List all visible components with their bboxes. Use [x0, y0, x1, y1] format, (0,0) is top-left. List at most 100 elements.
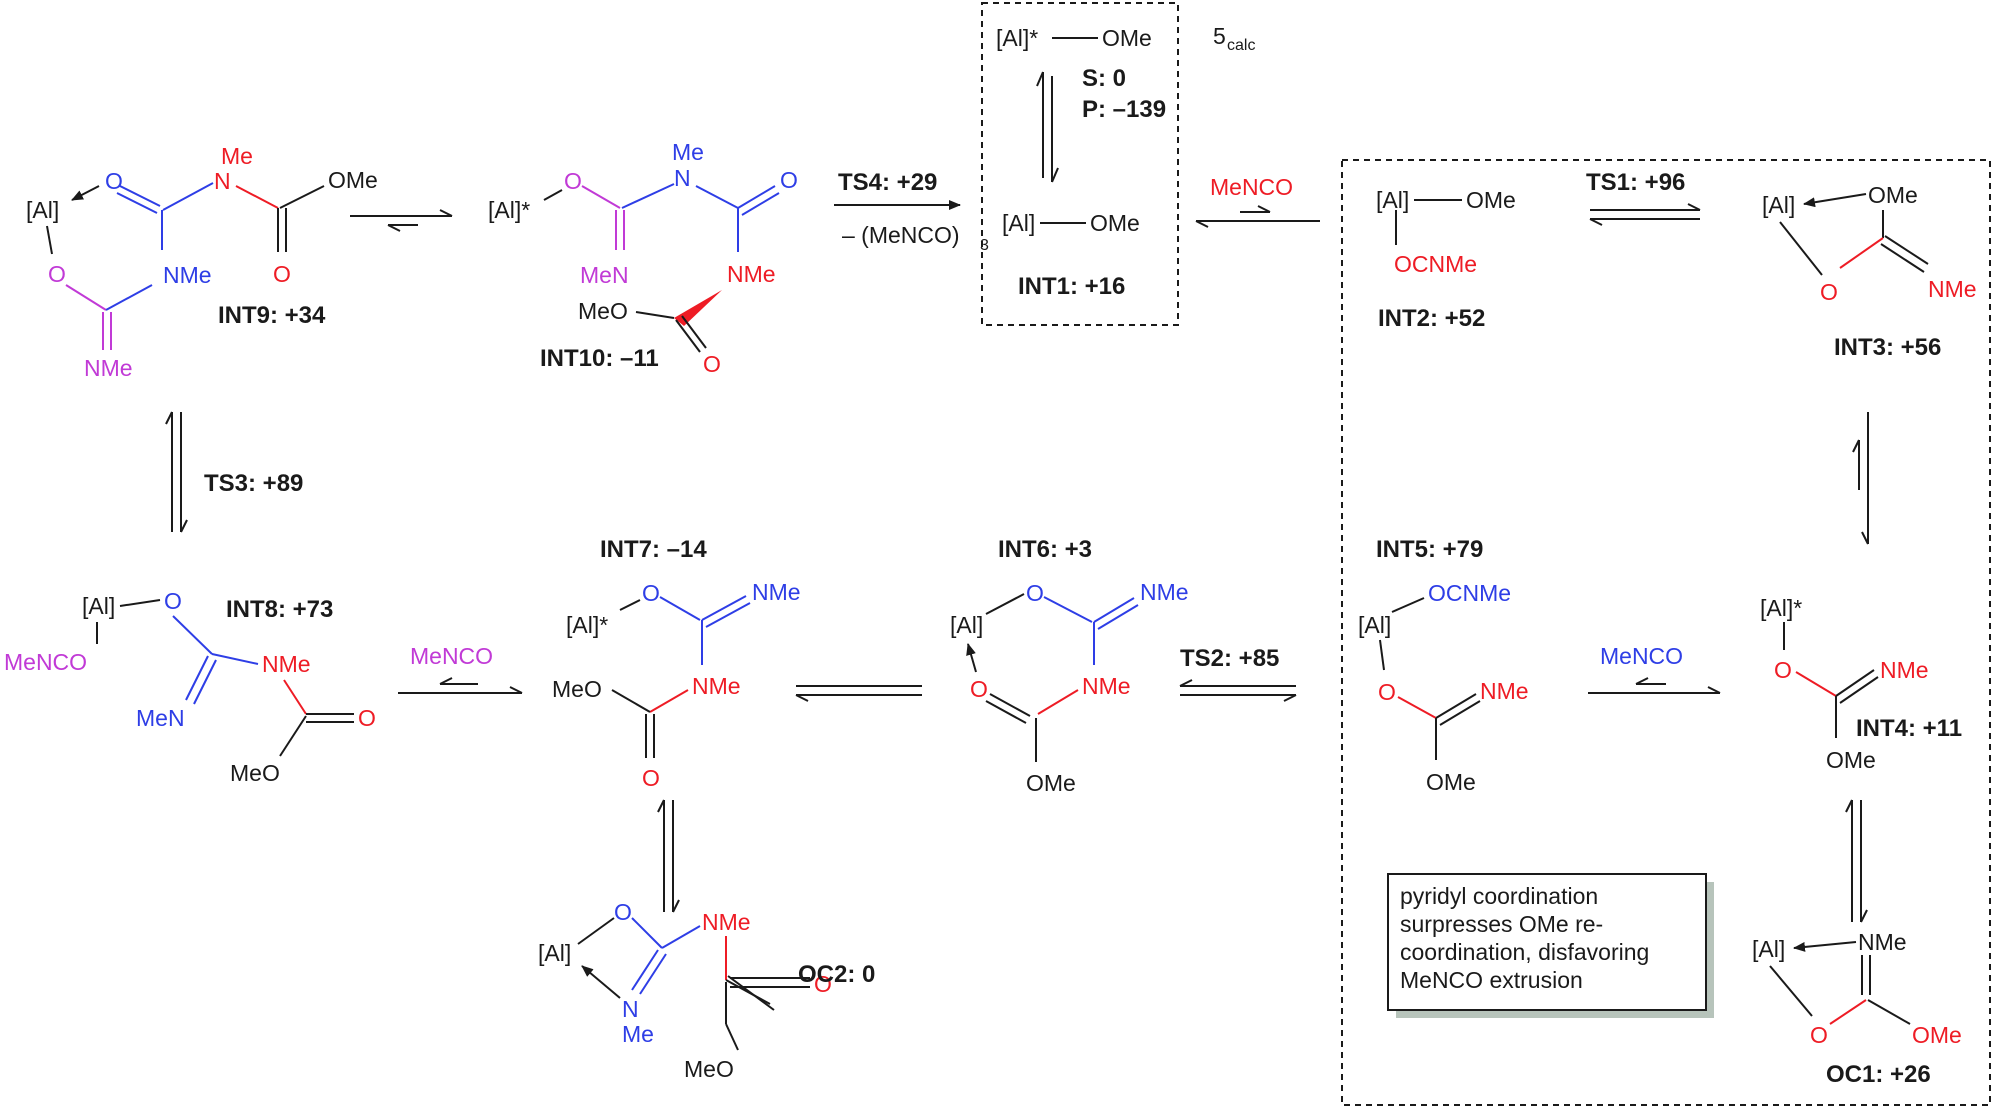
structure-int3: [Al] OMe O NMe [1762, 182, 1977, 305]
note-line-4: MeNCO extrusion [1400, 967, 1583, 993]
condition-minus-menco: – (MeNCO) [842, 222, 960, 248]
svg-text:O: O [1774, 657, 1792, 683]
structure-int6: [Al] O NMe NMe O OMe [950, 579, 1189, 796]
equilibrium-arrow-int7-int6 [795, 685, 922, 702]
equilibrium-arrow-int1-int2 [1195, 205, 1320, 228]
label-int5: INT5: +79 [1376, 536, 1483, 563]
svg-text:[Al]: [Al] [538, 940, 571, 966]
svg-text:OCNMe: OCNMe [1428, 580, 1511, 606]
svg-text:MeO: MeO [230, 760, 280, 786]
svg-text:NMe: NMe [163, 262, 212, 288]
structure-int2: [Al] OMe OCNMe [1376, 187, 1516, 277]
reagent-menco-left: MeNCO [410, 643, 493, 669]
condition-ts4: TS4: +29 [838, 169, 937, 196]
structure-oc1: [Al] NMe O OMe [1752, 929, 1962, 1048]
svg-text:O: O [703, 351, 721, 377]
svg-text:O: O [1026, 580, 1044, 606]
svg-text:O: O [1820, 279, 1838, 305]
label-int7: INT7: –14 [600, 536, 707, 563]
equilibrium-arrow-int2-int3 [1589, 203, 1701, 226]
label-int10: INT10: –11 [540, 345, 659, 372]
svg-text:MeN: MeN [136, 705, 185, 731]
svg-text:OMe: OMe [1912, 1022, 1962, 1048]
equilibrium-arrow-int3-int4 [1852, 412, 1869, 545]
label-int1: INT1: +16 [1018, 273, 1125, 300]
svg-text:Me: Me [622, 1021, 654, 1047]
svg-text:[Al]: [Al] [950, 612, 983, 638]
svg-text:NMe: NMe [752, 579, 801, 605]
svg-text:O: O [273, 261, 291, 287]
note-line-1: pyridyl coordination [1400, 883, 1598, 909]
calc-subscript: calc [1227, 37, 1255, 54]
svg-text:OMe: OMe [1426, 769, 1476, 795]
svg-text:Me: Me [672, 139, 704, 165]
svg-text:N: N [622, 996, 639, 1022]
condition-minus-menco-subscript: 3 [980, 237, 989, 254]
svg-text:OMe: OMe [1102, 25, 1152, 51]
svg-text:NMe: NMe [1480, 678, 1529, 704]
structure-5calc: [Al]* OMe [996, 25, 1152, 51]
svg-text:NMe: NMe [84, 355, 133, 381]
svg-text:O: O [642, 580, 660, 606]
svg-text:O: O [814, 971, 832, 997]
condition-ts1: TS1: +96 [1586, 169, 1685, 196]
structure-int1: [Al] OMe [1002, 210, 1140, 236]
svg-text:[Al]*: [Al]* [996, 25, 1038, 51]
svg-text:OMe: OMe [328, 167, 378, 193]
svg-text:MeO: MeO [552, 676, 602, 702]
reagent-menco-right: MeNCO [1600, 643, 1683, 669]
svg-text:O: O [48, 261, 66, 287]
svg-text:Me: Me [221, 143, 253, 169]
reagent-menco-top: MeNCO [1210, 174, 1293, 200]
svg-text:NMe: NMe [1858, 929, 1907, 955]
svg-text:[Al]: [Al] [1752, 936, 1785, 962]
svg-text:[Al]: [Al] [26, 197, 59, 223]
svg-text:O: O [642, 765, 660, 791]
structure-int8: [Al] O NMe MeN MeNCO O MeO [4, 588, 376, 786]
svg-text:[Al]: [Al] [1376, 187, 1409, 213]
svg-text:O: O [358, 705, 376, 731]
svg-text:O: O [1378, 679, 1396, 705]
equilibrium-arrow-int8-int7 [398, 677, 523, 694]
svg-text:NMe: NMe [262, 651, 311, 677]
svg-text:[Al]: [Al] [1358, 612, 1391, 638]
svg-text:OMe: OMe [1466, 187, 1516, 213]
note-line-2: surpresses OMe re- [1400, 911, 1603, 937]
svg-text:NMe: NMe [692, 673, 741, 699]
svg-text:O: O [614, 899, 632, 925]
condition-ts2: TS2: +85 [1180, 645, 1279, 672]
structure-int4: [Al]* O NMe OMe [1760, 595, 1929, 773]
label-int3: INT3: +56 [1834, 334, 1941, 361]
label-oc1: OC1: +26 [1826, 1061, 1931, 1088]
svg-text:NMe: NMe [1880, 657, 1929, 683]
label-int8: INT8: +73 [226, 596, 333, 623]
equilibrium-arrow-5calc-int1 [1036, 71, 1059, 183]
svg-text:O: O [105, 168, 123, 194]
equilibrium-arrow-int6-int5 [1179, 679, 1297, 702]
svg-text:OMe: OMe [1826, 747, 1876, 773]
equilibrium-arrow-int7-oc2 [657, 799, 680, 913]
svg-text:NMe: NMe [1928, 276, 1977, 302]
svg-text:O: O [1810, 1022, 1828, 1048]
structure-int7: [Al]* O NMe NMe MeO O [552, 579, 801, 791]
svg-text:NMe: NMe [1082, 673, 1131, 699]
svg-text:N: N [674, 165, 691, 191]
label-int4: INT4: +11 [1856, 715, 1962, 742]
s-value: S: 0 [1082, 65, 1126, 92]
condition-ts3: TS3: +89 [204, 470, 303, 497]
structure-int10: [Al]* O MeN N Me O NMe MeO O [488, 139, 798, 377]
structure-int9: [Al] O NMe N Me O OMe O NMe [26, 143, 378, 381]
structure-int5: [Al] OCNMe O NMe OMe [1358, 580, 1529, 795]
svg-text:O: O [970, 676, 988, 702]
svg-text:MeN: MeN [580, 262, 629, 288]
svg-text:OMe: OMe [1090, 210, 1140, 236]
svg-text:MeO: MeO [578, 298, 628, 324]
calc-box [981, 2, 1179, 326]
svg-text:NMe: NMe [702, 909, 751, 935]
svg-text:OMe: OMe [1868, 182, 1918, 208]
svg-text:O: O [564, 168, 582, 194]
svg-text:OMe: OMe [1026, 770, 1076, 796]
label-oc2: OC2: 0 [798, 961, 875, 988]
structure-oc2: [Al] O NMe N Me O MeO [538, 899, 832, 1082]
